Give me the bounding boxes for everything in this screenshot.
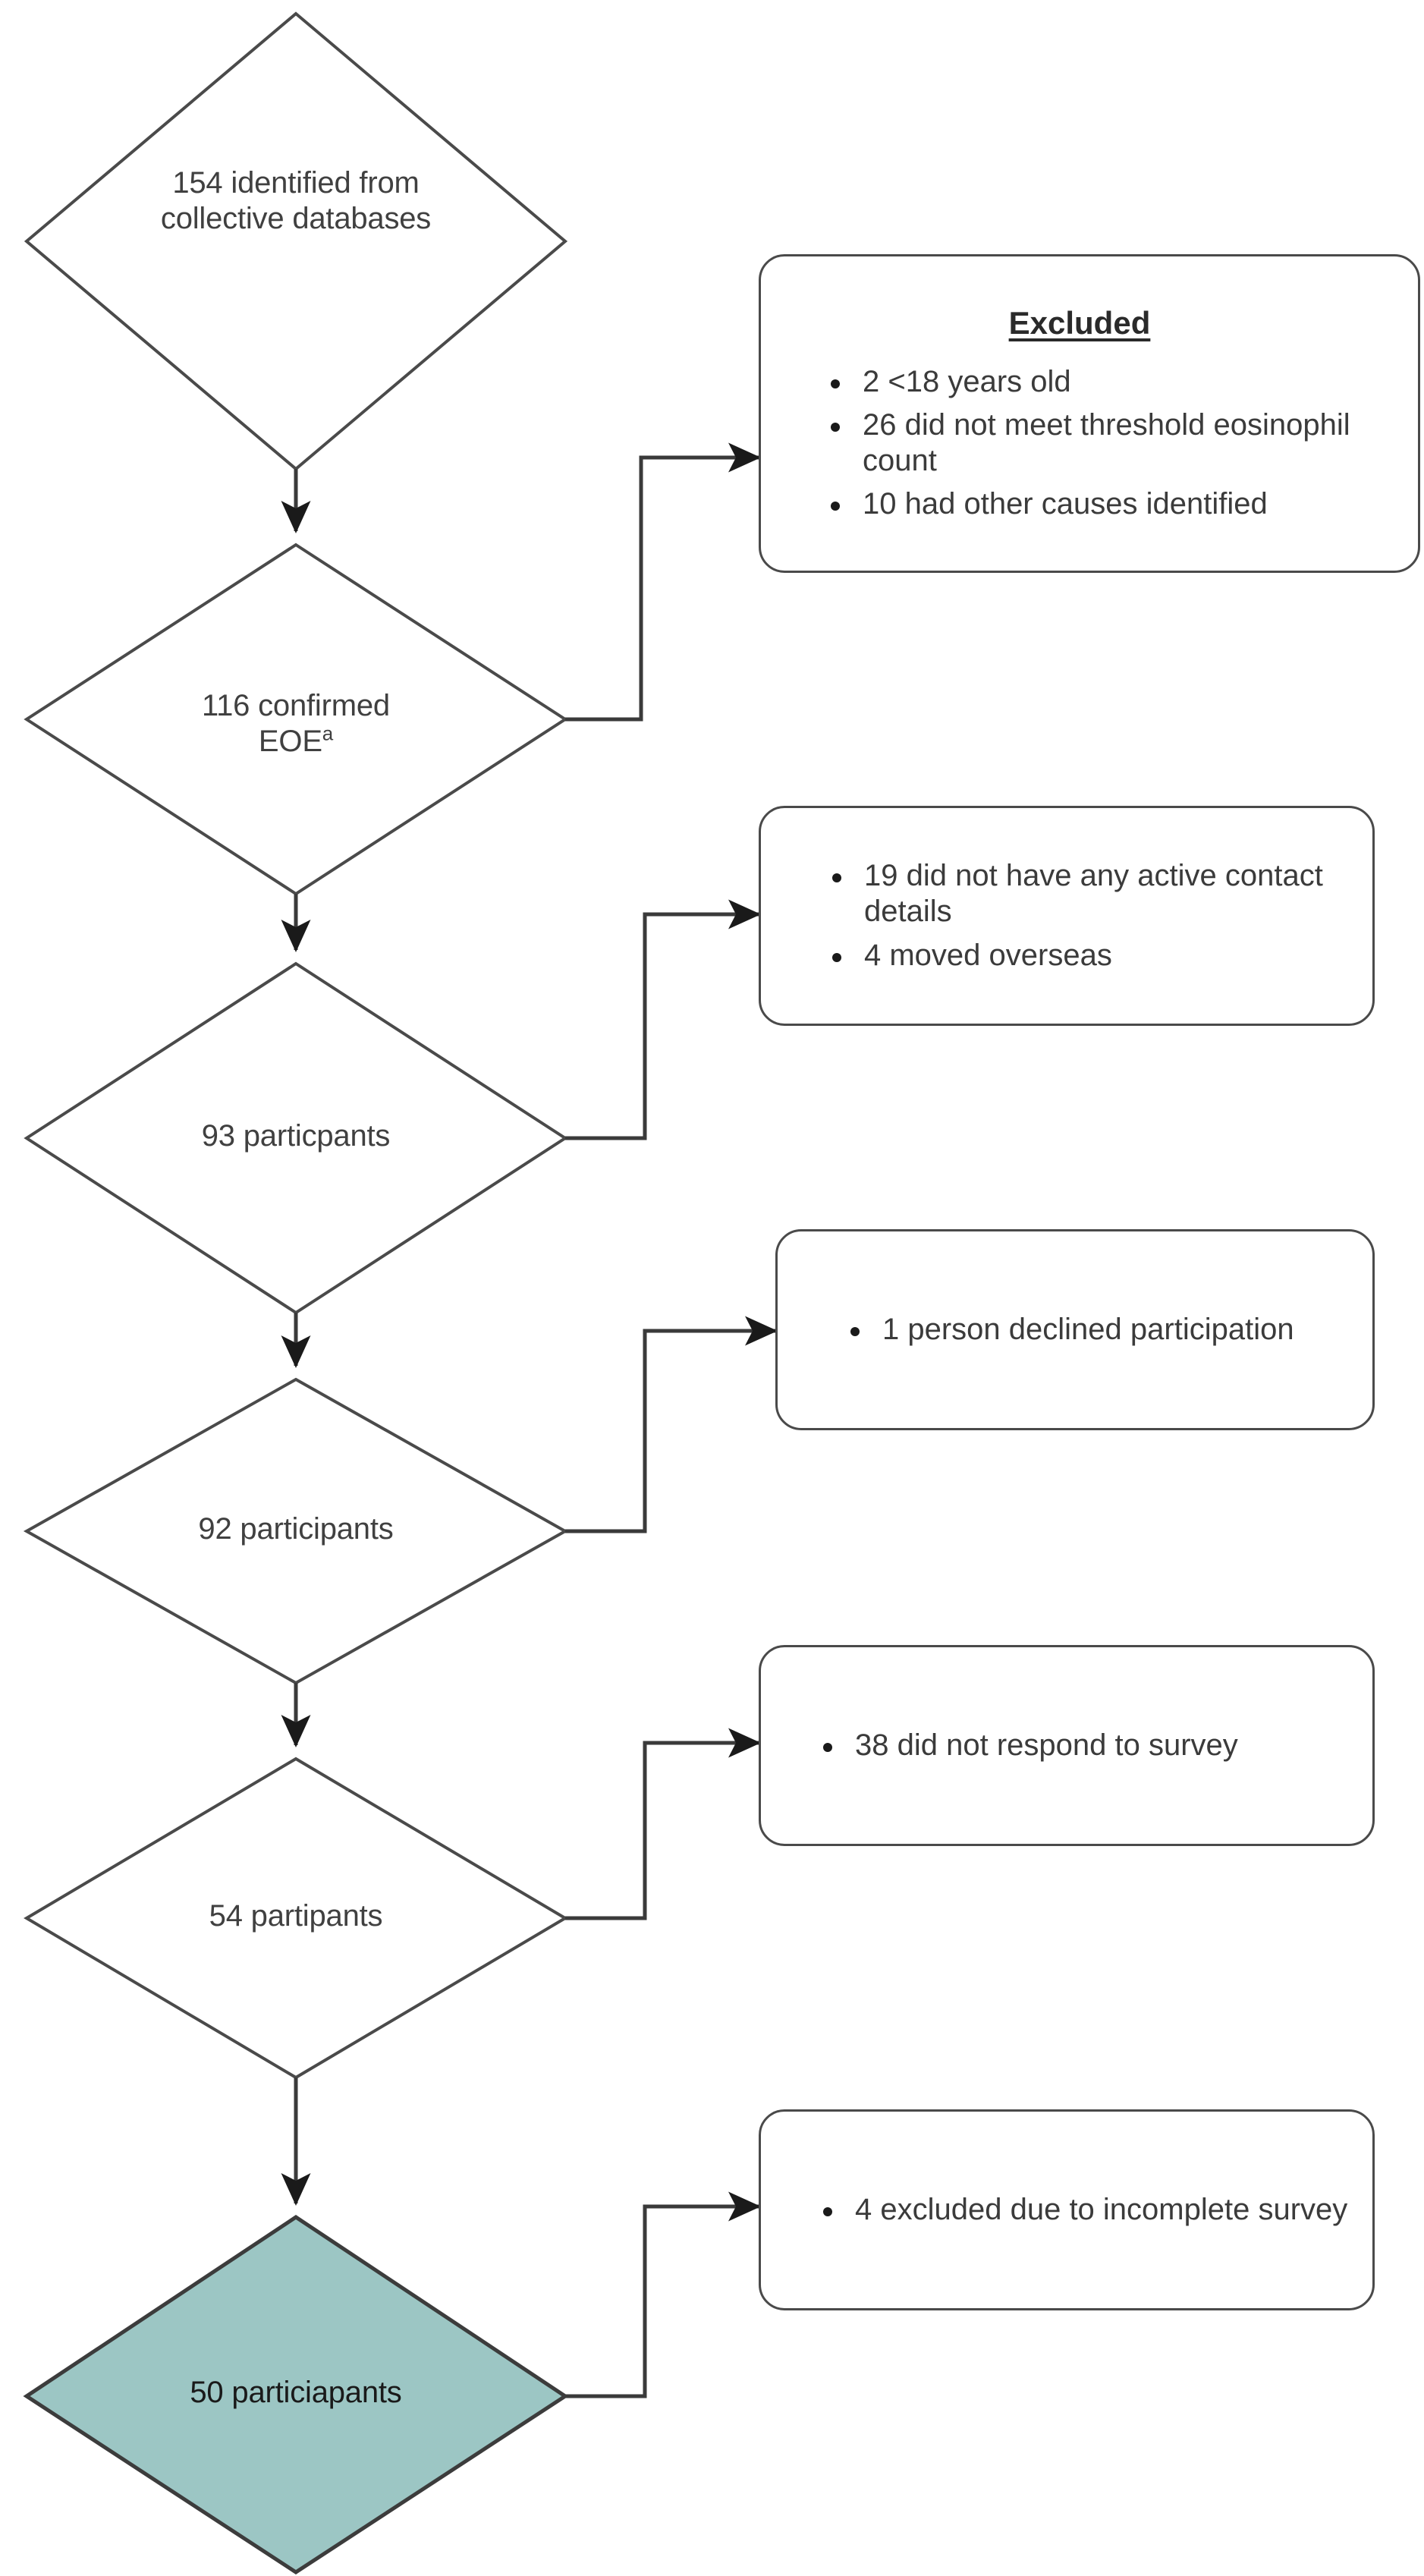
list-item: 1 person declined participation [778, 1312, 1353, 1348]
connector-54-to-noresp [565, 1728, 761, 1920]
excluded-box-title: Excluded [1008, 304, 1151, 341]
connector-50-to-incomplete [565, 2191, 761, 2398]
connector-confirmed-to-excluded [565, 442, 761, 722]
list-item: 38 did not respond to survey [761, 1728, 1353, 1763]
exclusion-box-declined: 1 person declined participation [775, 1229, 1375, 1430]
connector-93-to-contact [565, 899, 761, 1140]
exclusion-box-incomplete: 4 excluded due to incomplete survey [759, 2109, 1375, 2310]
node-identified-shape [24, 11, 568, 471]
node-participants-50-shape [23, 2214, 569, 2574]
list-item: 19 did not have any active contact detai… [761, 858, 1353, 929]
list-item: 4 excluded due to incomplete survey [761, 2192, 1353, 2228]
exclusion-box-noresp: 38 did not respond to survey [759, 1645, 1375, 1846]
list-item: 4 moved overseas [761, 938, 1353, 973]
exclusion-box-contact: 19 did not have any active contact detai… [759, 806, 1375, 1026]
node-participants-54-shape [24, 1757, 568, 2080]
incomplete-box-list: 4 excluded due to incomplete survey [761, 2192, 1353, 2228]
contact-box-list: 19 did not have any active contact detai… [761, 858, 1353, 973]
node-participants-93-shape [24, 961, 568, 1315]
exclusion-box-excluded: Excluded 2 <18 years old 26 did not meet… [759, 254, 1420, 573]
list-item: 26 did not meet threshold eosinophil cou… [761, 407, 1398, 479]
connector-92-to-declined [565, 1316, 778, 1533]
noresp-box-list: 38 did not respond to survey [761, 1728, 1353, 1763]
list-item: 10 had other causes identified [761, 486, 1398, 522]
excluded-box-list: 2 <18 years old 26 did not meet threshol… [761, 364, 1398, 523]
node-confirmed-shape [24, 543, 568, 896]
node-participants-92-shape [23, 1377, 569, 1685]
list-item: 2 <18 years old [761, 364, 1398, 400]
declined-box-list: 1 person declined participation [778, 1312, 1353, 1348]
